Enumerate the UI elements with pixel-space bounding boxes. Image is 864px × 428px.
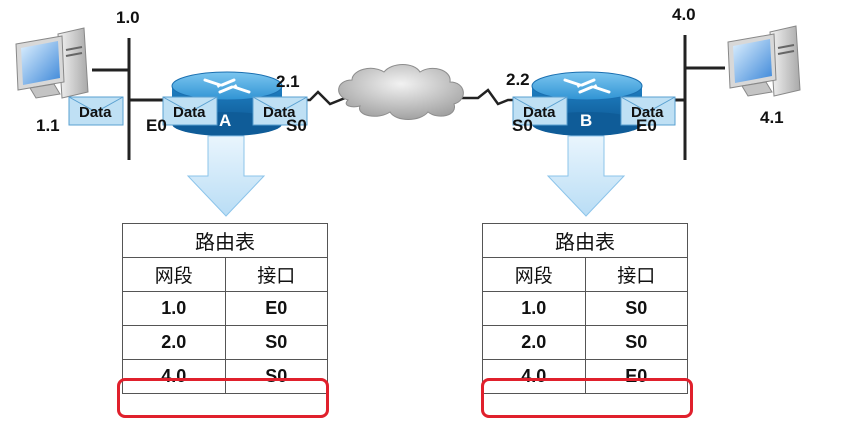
routing-table-a-title-row: 路由表 [122,223,328,258]
segment-right-label: 4.0 [672,5,696,24]
routing-table-b-highlight [481,378,693,418]
routing-table-b-network-cell: 4.0 [482,359,586,394]
routing-table-a-title: 路由表 [122,223,328,258]
right-pc-icon [727,25,801,97]
routing-table-a-row: 4.0 S0 [122,359,328,394]
pc-left-address: 1.1 [36,116,60,135]
routing-table-b-interface-cell: S0 [584,325,688,360]
routing-table-a-network-cell: 2.0 [122,325,226,360]
routing-table-b-row: 1.0 S0 [482,291,688,326]
routing-table-b-header-network: 网段 [482,257,586,292]
routing-table-b-title: 路由表 [482,223,688,258]
data-packet-label-4: Data [523,104,556,121]
down-arrow-a [186,135,266,217]
routing-table-a-row: 2.0 S0 [122,325,328,360]
serial-link-b [462,88,525,106]
routing-table-b-title-row: 路由表 [482,223,688,258]
data-packet-label-1: Data [79,104,112,121]
data-packet-3 [252,96,308,126]
router-a-s0-label: S0 [286,116,307,135]
routing-table-a: 路由表 网段 接口 1.0 E0 2.0 S0 4.0 S0 [122,223,328,394]
routing-table-b-header-interface: 接口 [584,257,688,292]
data-packet-label-3: Data [263,104,296,121]
routing-table-a-header-row: 网段 接口 [122,257,328,292]
router-b-s0-label: S0 [512,116,533,135]
wan-cloud [338,64,464,120]
routing-table-b-interface-cell: E0 [584,359,688,394]
routing-table-a-interface-cell: E0 [224,291,328,326]
data-packet-label-2: Data [173,104,206,121]
router-b-serial-address: 2.2 [506,70,530,89]
pc-right-address: 4.1 [760,108,784,127]
router-a-name: A [219,111,232,130]
routing-table-a-interface-cell: S0 [224,359,328,394]
data-packet-1 [68,96,124,126]
routing-table-b-row: 2.0 S0 [482,325,688,360]
data-packet-5 [620,96,676,126]
data-packet-2 [162,96,218,126]
routing-table-b-interface-cell: S0 [584,291,688,326]
routing-table-a-highlight [117,378,329,418]
routing-table-b-header-row: 网段 接口 [482,257,688,292]
routing-table-a-network-cell: 1.0 [122,291,226,326]
routing-table-b: 路由表 网段 接口 1.0 S0 2.0 S0 4.0 E0 [482,223,688,394]
data-packet-label-5: Data [631,104,664,121]
routing-table-a-header-network: 网段 [122,257,226,292]
left-pc-icon [15,27,89,99]
routing-table-a-interface-cell: S0 [224,325,328,360]
routing-table-b-row: 4.0 E0 [482,359,688,394]
routing-table-b-network-cell: 2.0 [482,325,586,360]
routing-table-a-network-cell: 4.0 [122,359,226,394]
data-packet-4 [512,96,568,126]
segment-left-label: 1.0 [116,8,140,27]
routing-table-a-row: 1.0 E0 [122,291,328,326]
router-b-name: B [580,111,593,130]
router-b-e0-label: E0 [636,116,657,135]
routing-table-a-header-interface: 接口 [224,257,328,292]
router-a-serial-address: 2.1 [276,72,300,91]
router-a-e0-label: E0 [146,116,167,135]
routing-table-b-network-cell: 1.0 [482,291,586,326]
down-arrow-b [546,135,626,217]
